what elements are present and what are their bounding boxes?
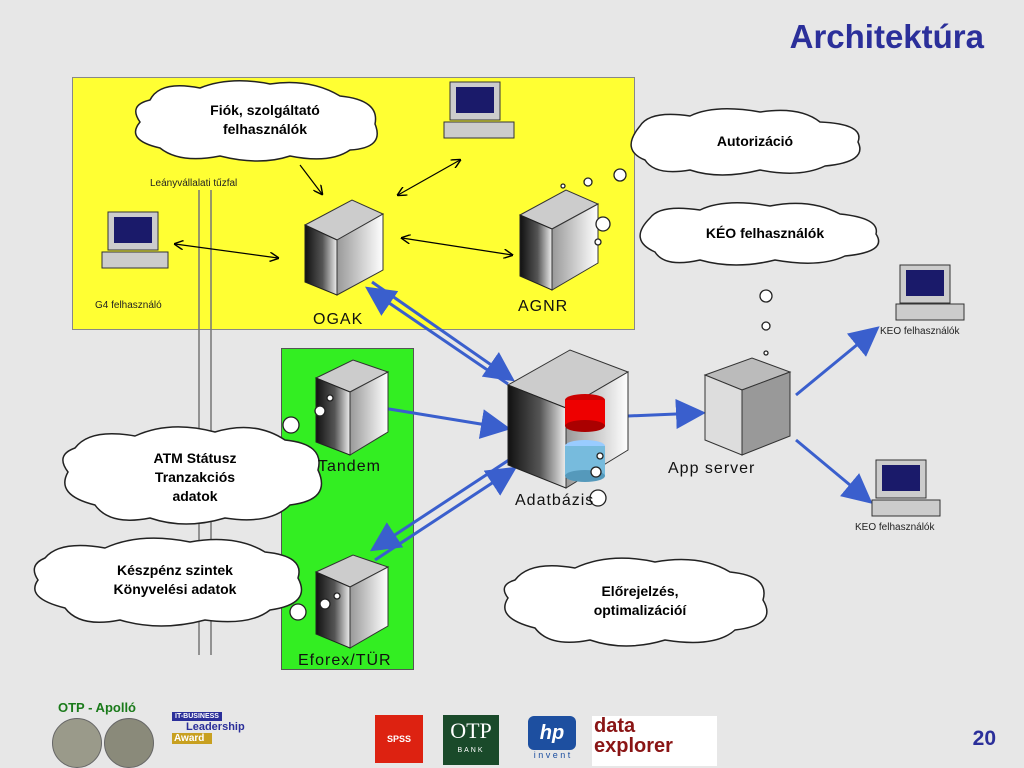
firewall-label: Leányvállalati tűzfal: [150, 178, 238, 189]
database-label: Adatbázis: [515, 492, 595, 509]
award-line1: Leadership: [186, 721, 245, 733]
data-explorer-logo: data explorer: [592, 716, 717, 766]
spss-logo: SPSS: [375, 715, 423, 763]
branch-ogak-arrow: [299, 164, 322, 194]
cloud-line: optimalizációí: [593, 602, 687, 618]
cloud-branch-users: Fiók, szolgáltató felhasználók: [160, 92, 370, 148]
g4-computer-icon: [101, 211, 169, 269]
eforex-server-icon: [314, 554, 390, 649]
cloud-line: felhasználók: [222, 121, 308, 137]
branch-computer-icon: [443, 81, 515, 139]
hp-invent-text: i n v e n t: [533, 750, 571, 760]
thought-bubbles: [282, 168, 773, 621]
keo-users-label-1: KEO felhasználók: [880, 326, 960, 337]
cloud-forecasting: Előrejelzés, optimalizációí: [530, 576, 750, 626]
cloud-line: adatok: [172, 487, 218, 504]
ogak-label: OGAK: [313, 311, 364, 328]
g4-ogak-arrow: [175, 244, 278, 258]
g4-user-label: G4 felhasználó: [95, 300, 162, 311]
ogak-agnr-arrow: [402, 238, 512, 255]
eforex-db-arrow: [374, 466, 518, 562]
hp-logo-text: hp: [528, 716, 576, 750]
tandem-db-arrow: [382, 406, 511, 439]
tandem-label: Tandem: [318, 458, 381, 475]
ogak-server-icon: [303, 199, 385, 296]
data-text: data: [594, 715, 636, 737]
award-top: IT-BUSINESS: [172, 712, 222, 721]
cloud-line: Fiók, szolgáltató: [210, 102, 320, 118]
cloud-keo-users: KÉO felhasználók: [665, 218, 865, 248]
page-number: 20: [972, 727, 996, 750]
agnr-server-icon: [518, 189, 600, 291]
database-server-icon: [506, 349, 630, 489]
cloud-line: Tranzakciós: [154, 468, 236, 485]
keo2-computer-icon: [871, 459, 941, 517]
keo-users-label-2: KEO felhasználók: [855, 522, 935, 533]
keo1-computer-icon: [895, 264, 965, 321]
tandem-server-icon: [314, 359, 390, 456]
appserver-keo2-arrow: [795, 438, 873, 504]
otp-bank-logo: OTP BANK: [443, 715, 499, 765]
cloud-line: Autorizáció: [716, 132, 794, 149]
hp-logo: hp i n v e n t: [520, 716, 584, 766]
cloud-shapes: [33, 80, 880, 647]
pc-ogak-arrow: [398, 160, 460, 195]
db-appserver-arrow: [627, 399, 706, 429]
cloud-line: Könyvelési adatok: [113, 581, 237, 597]
app-server-icon: [703, 357, 792, 456]
cloud-authorization: Autorizáció: [660, 126, 850, 156]
otp-bank-text: BANK: [457, 747, 485, 754]
coin-logo-icon: [104, 718, 154, 768]
project-name: OTP - Apolló: [58, 700, 136, 715]
ogak-db-arrow: [371, 280, 515, 382]
award-line2: Award: [172, 733, 212, 744]
otp-logo-text: OTP: [450, 718, 492, 743]
appserver-keo1-arrow: [795, 326, 880, 397]
coin-logo-icon: [52, 718, 102, 768]
page-title: Architektúra: [789, 18, 984, 55]
cloud-line: Készpénz szintek: [117, 562, 233, 578]
cloud-line: KÉO felhasználók: [705, 224, 825, 241]
agnr-label: AGNR: [518, 298, 569, 315]
cloud-line: Előrejelzés,: [601, 583, 679, 599]
cloud-line: ATM Státusz: [153, 449, 237, 466]
eforex-label: Eforex/TÜR: [298, 652, 392, 669]
db-eforex-arrow: [369, 456, 513, 552]
award-logo: IT-BUSINESS Leadership Award: [172, 712, 245, 764]
explorer-text: explorer: [594, 735, 673, 757]
app-server-label: App server: [668, 460, 756, 477]
db-ogak-arrow: [365, 286, 509, 386]
